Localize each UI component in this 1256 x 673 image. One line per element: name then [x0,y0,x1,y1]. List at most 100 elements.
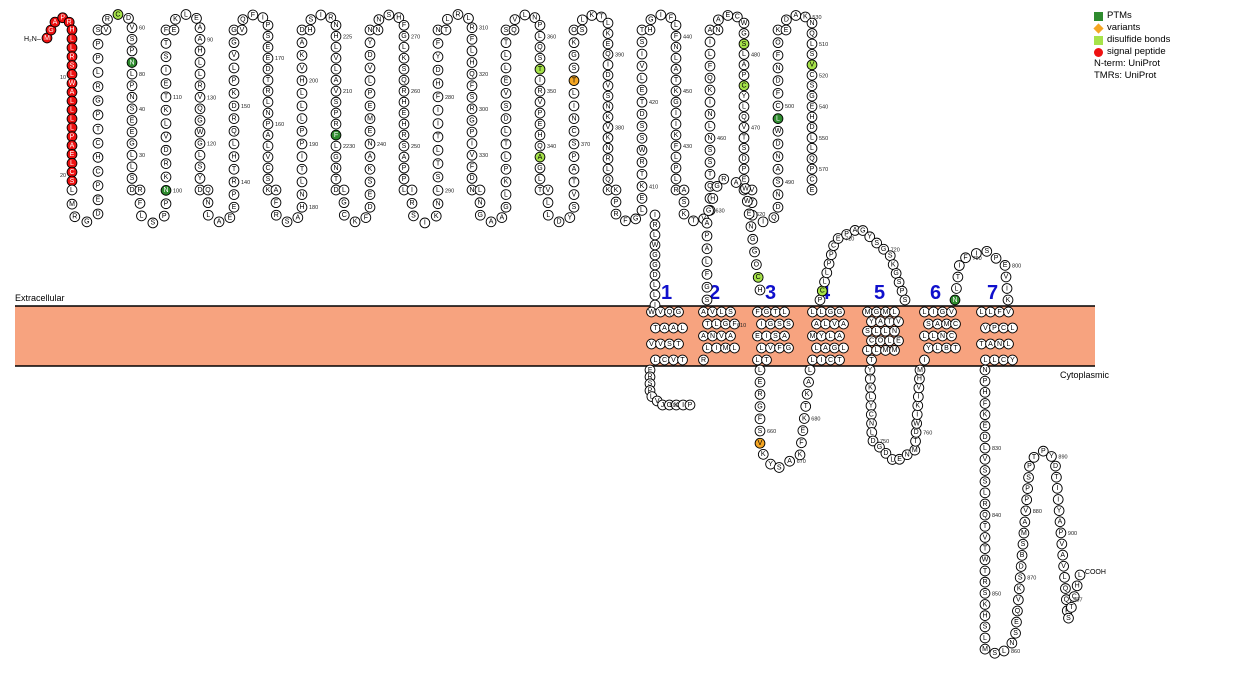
nterm-loop-20-residue: Q [768,212,780,223]
tm6-residue: G [937,306,948,318]
residue-circle [296,189,308,200]
nterm-loop-7-residue: L [330,140,342,152]
residue-letter: L [232,65,236,72]
residue-circle [878,243,889,255]
residue-circle [738,80,750,92]
nterm-loop-17-residue: L [670,52,682,64]
residue-letter: F [674,33,678,40]
nterm-loop-0-residue: P [92,52,104,64]
nterm-loop-8-residue: S [364,176,376,188]
residue-letter: V [606,82,611,89]
residue-letter: E [130,129,135,136]
nterm-loop-15-residue: S [576,24,588,36]
icl3-residue: D [910,427,922,438]
nterm-loop-21-residue: D [806,122,818,133]
nterm-loop-7-residue: N [330,19,342,31]
ecl2-residue: G [857,225,869,236]
residue-letter: F [648,367,652,374]
residue-letter: S [708,159,713,166]
nterm-loop-17-residue: K [670,85,682,97]
nterm-loop-8-number: 240 [377,142,386,148]
residue-circle [1056,538,1068,550]
residue-letter: Y [567,214,572,221]
nterm-loop-18-residue: T [704,168,716,180]
residue-letter: L [776,115,780,122]
residue-circle [349,216,361,228]
icl2-residue: L [804,364,816,376]
nterm-loop-10-residue: F [432,91,444,103]
residue-circle [432,185,444,196]
residue-letter: H [95,154,100,161]
residue-letter: F [334,132,338,139]
nterm-loop-8-residue: P [364,87,376,99]
ctail-residue: T [1051,471,1062,483]
legend-note-nterm-text: N-term: UniProt [1094,58,1160,69]
nterm-loop-14-residue: C [568,125,580,137]
nterm-loop-17-residue: I [670,107,682,119]
residue-circle [398,41,410,53]
nterm-loop-9-residue: N [373,14,385,25]
nterm-loop-21-residue: V [806,59,818,71]
residue-circle [224,212,236,223]
tm7-residue: L [1007,322,1018,334]
nterm-loop-12-residue: A [485,216,497,228]
nterm-loop-2-number: 100 [173,188,182,194]
nterm-loop-19-residue: A [713,14,724,26]
nterm-loop-9-residue: P [398,162,410,174]
residue-circle [296,151,308,162]
residue-letter: S [705,297,710,304]
residue-letter: K [368,166,373,173]
residue-letter: L [984,357,988,364]
residue-letter: G [893,270,898,277]
residue-circle [806,59,818,71]
nterm-loop-10-residue: S [408,210,419,222]
residue-circle [670,41,682,53]
residue-letter: L [70,124,74,131]
tm2-residue: V [716,330,727,342]
tm-label-2: 2 [709,282,720,304]
ecl3-residue: I [1001,283,1013,294]
nterm-loop-2-residue: L [136,210,147,222]
nterm-loop-10-residue: I [432,104,444,116]
nterm-loop-0-residue: R [69,211,81,223]
residue-letter: P [402,176,407,183]
residue-circle [500,62,512,74]
residue-circle [1068,591,1080,602]
nterm-loop-13-residue: Q [508,24,520,36]
ctail-residue: N [979,364,991,376]
residue-letter: E [368,128,373,135]
nterm-loop-12-residue: N [474,197,486,209]
residue-letter: R [613,211,618,218]
residue-circle [419,217,431,229]
residue-circle [1054,516,1066,528]
residue-letter: Q [537,143,543,150]
nterm-loop-6-residue: P [296,138,308,150]
signal-peptide-residue: L [66,69,78,80]
residue-letter: P [538,22,543,29]
nterm-loop-8-residue: E [364,189,376,200]
residue-letter: I [607,62,609,69]
tm1-residue: A [668,322,679,334]
residue-letter: Y [868,367,873,374]
residue-letter: I [654,302,656,309]
residue-letter: E [640,195,645,202]
residue-circle [704,48,716,60]
tm3-residue: G [761,306,772,318]
residue-letter: C [662,357,667,364]
ctail-residue: T [1028,451,1040,463]
residue-circle [644,24,656,36]
residue-letter: G [714,183,719,190]
icl3-residue: K [865,382,876,394]
c-terminus-label: –COOH [1081,569,1106,576]
residue-circle [534,85,546,97]
ctail-residue: T [979,520,991,532]
residue-circle [92,180,104,191]
nterm-loop-5-residue: S [262,173,274,185]
residue-circle [990,252,1002,264]
tm2-residue: A [698,306,709,318]
ctail-residue: I [1051,483,1063,494]
residue-circle [542,184,554,196]
residue-circle [466,138,478,149]
residue-letter: L [206,212,210,219]
nterm-loop-2-residue: P [158,210,170,222]
